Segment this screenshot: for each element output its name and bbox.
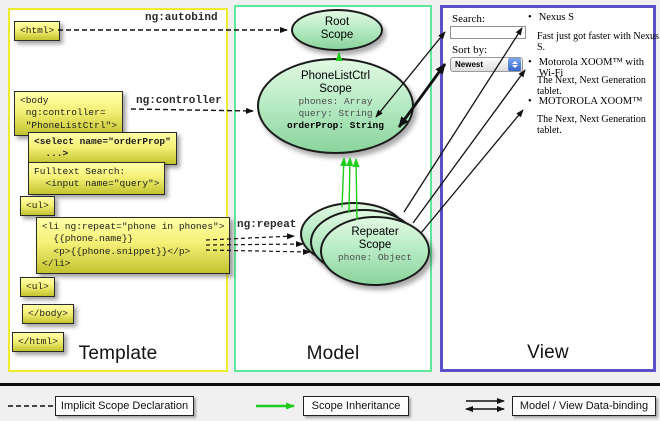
sort-select[interactable]: Newest (450, 57, 523, 72)
phonelistctrl-prop-phones: phones: Array (298, 96, 373, 108)
phone-item-title: MOTOROLA XOOM™ (538, 96, 643, 107)
root-scope-subtitle: Scope (320, 29, 354, 42)
bullet-icon: • (528, 96, 532, 107)
phone-item-desc: The Next, Next Generation tablet. (537, 75, 646, 97)
select-stepper-icon (508, 58, 521, 71)
phone-list-item: • Motorola XOOM™ with Wi-Fi (528, 57, 660, 79)
repeater-scope-title: Repeater (351, 226, 399, 238)
phonelistctrl-prop-orderprop: orderProp: String (287, 120, 384, 132)
phone-list-item: • MOTOROLA XOOM™ (528, 96, 642, 107)
phonelistctrl-scope-title: PhoneListCtrl (300, 70, 371, 82)
code-box-html-close: </html> (12, 332, 64, 353)
code-box-select-orderprop: <select name="orderProp" ...> (28, 132, 177, 165)
bullet-icon: • (528, 57, 532, 68)
sort-select-value: Newest (455, 60, 484, 69)
legend-data-binding: Model / View Data-binding (512, 396, 656, 416)
phonelistctrl-prop-query: query: String (298, 108, 373, 120)
ng-controller-label: ng:controller (136, 95, 222, 107)
sort-by-label: Sort by: (452, 44, 488, 56)
legend-scope-inheritance: Scope Inheritance (303, 396, 409, 416)
template-column-label: Template (78, 343, 158, 364)
root-scope-title: Root (324, 16, 350, 28)
code-box-body-open: <body ng:controller= "PhoneListCtrl"> (14, 91, 123, 137)
code-box-ul-first: <ul> (20, 196, 55, 217)
repeater-scope-ellipse: Repeater Scope phone: Object (320, 216, 430, 286)
phone-item-desc: Fast just got faster with Nexus S. (537, 31, 659, 53)
model-column-label: Model (306, 343, 360, 364)
ng-repeat-label: ng:repeat (237, 219, 297, 231)
repeater-scope-subtitle: Scope (358, 239, 392, 252)
code-box-body-close: </body> (22, 304, 74, 325)
code-box-ul-second: <ul> (20, 277, 55, 298)
legend-implicit-scope: Implicit Scope Declaration (55, 396, 194, 416)
search-input[interactable] (450, 26, 526, 39)
phone-list-item: • Nexus S (528, 12, 574, 23)
repeater-prop-phone: phone: Object (337, 252, 413, 264)
bullet-icon: • (528, 12, 532, 23)
legend-separator (0, 383, 660, 386)
view-column-label: View (527, 342, 569, 363)
search-label: Search: (452, 13, 485, 25)
code-box-li-repeat: <li ng:repeat="phone in phones"> {{phone… (36, 217, 231, 275)
code-box-fulltext-search: Fulltext Search: <input name="query"> (28, 162, 166, 195)
phone-item-title: Motorola XOOM™ with Wi-Fi (538, 57, 645, 79)
phonelistctrl-scope-ellipse: PhoneListCtrl Scope phones: Array query:… (257, 58, 414, 154)
phone-item-desc: The Next, Next Generation tablet. (537, 114, 646, 136)
code-box-html-open: <html> (14, 21, 61, 42)
phone-item-title: Nexus S (538, 12, 574, 23)
ng-autobind-label: ng:autobind (145, 12, 218, 24)
phonelistctrl-scope-subtitle: Scope (319, 83, 352, 96)
root-scope-ellipse: Root Scope (291, 9, 383, 51)
